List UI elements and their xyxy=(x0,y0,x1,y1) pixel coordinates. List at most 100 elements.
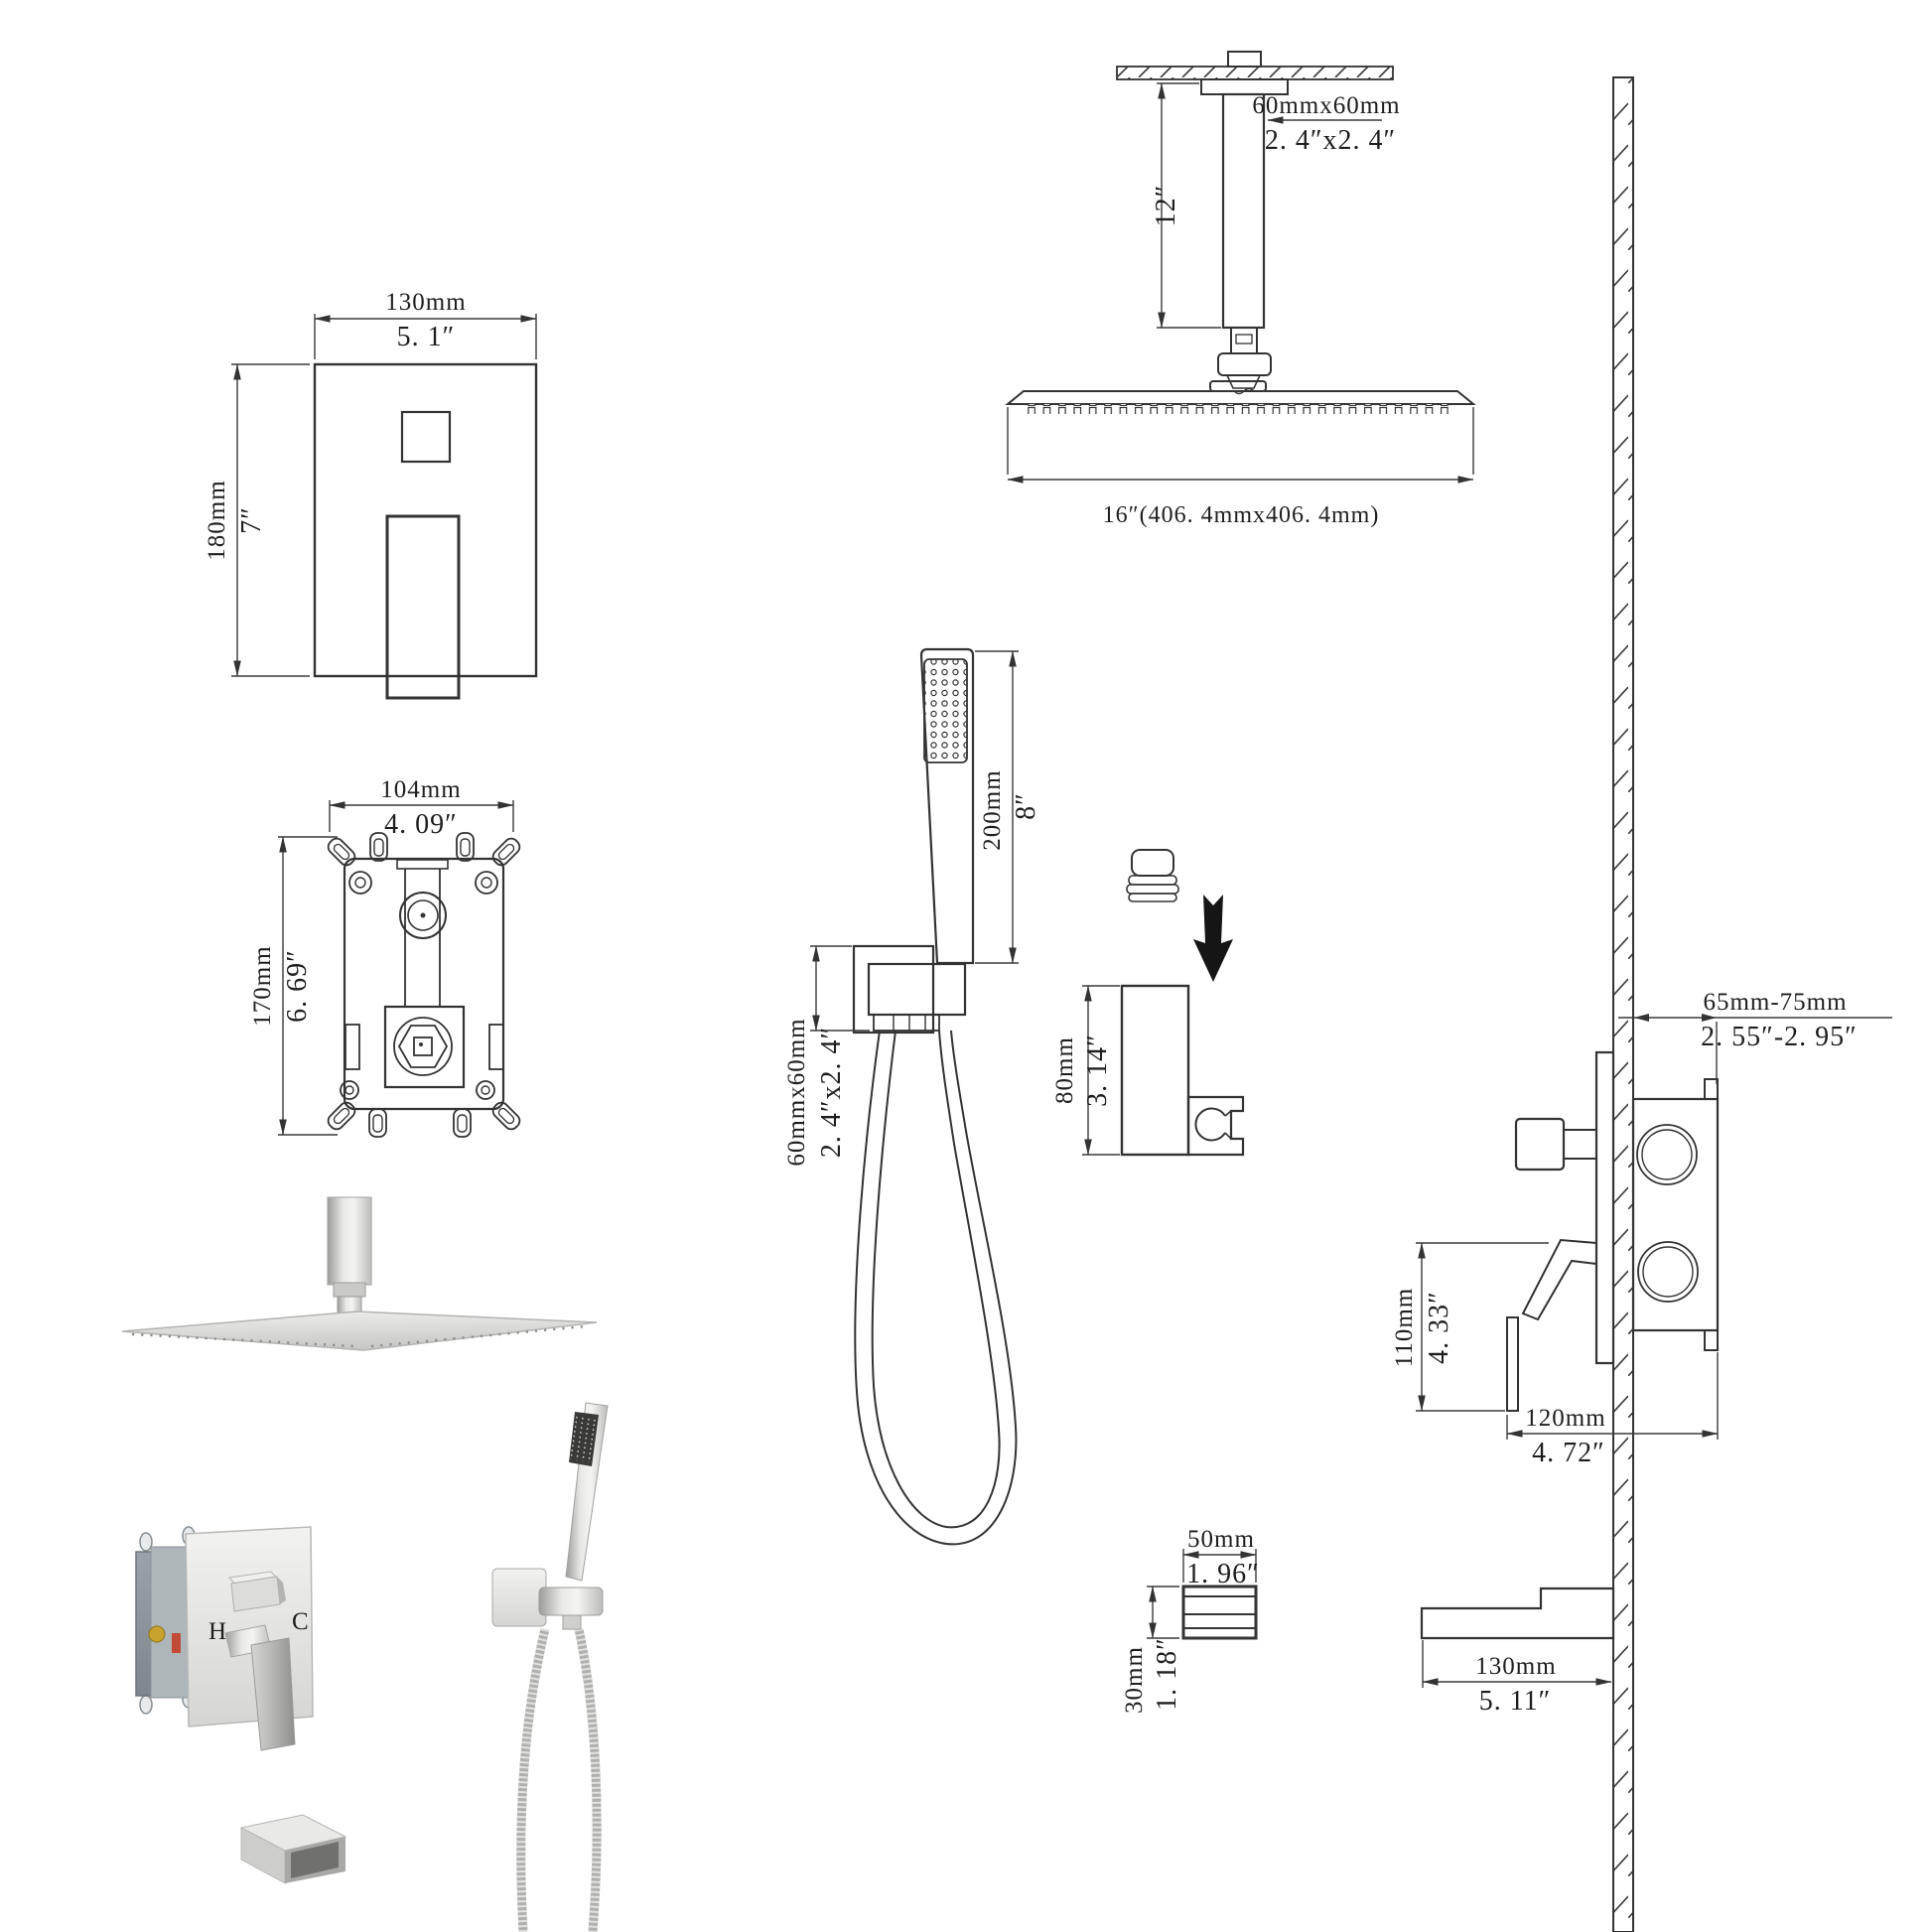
hand-shower-diagram: 200mm 8″ 60mmx60mm 2. 4″x2. 4″ xyxy=(783,647,1041,1546)
width-in-label: 1. 96″ xyxy=(1186,1559,1260,1589)
side-port xyxy=(345,1024,360,1070)
handle-arm-side xyxy=(1521,1238,1597,1321)
ball-joint xyxy=(1217,352,1272,376)
clip-cradle xyxy=(1194,1107,1226,1142)
slide-connector-diagram: 50mm 1. 96″ 30mm 1. 18″ xyxy=(1121,1526,1260,1714)
adapter-insert-diagram xyxy=(1126,849,1233,982)
screw-hole xyxy=(340,871,498,1100)
arm-connector xyxy=(1230,327,1258,354)
hose-ribbing xyxy=(516,1627,550,1932)
depth-in-label: 2. 55″-2. 95″ xyxy=(1701,1022,1858,1052)
mounting-tab xyxy=(368,832,475,1138)
arm-size-mm-label: 60mmx60mm xyxy=(1252,92,1400,119)
height-in-label: 7″ xyxy=(236,506,267,534)
tub-spout-photo xyxy=(239,1814,347,1884)
plate-outline xyxy=(313,362,538,678)
spout-trough-inner xyxy=(291,1842,339,1878)
ceiling-section xyxy=(1116,66,1394,80)
drop-label: 12″ xyxy=(1151,185,1181,227)
side-port xyxy=(488,1024,504,1070)
wand-photo xyxy=(565,1402,609,1582)
hot-label: H xyxy=(208,1618,226,1645)
adapter-thread xyxy=(1126,884,1179,895)
bracket-flange-photo xyxy=(491,1568,547,1627)
dim-arrow xyxy=(1634,1014,1649,1022)
holder-in-label: 3. 14″ xyxy=(1082,1034,1113,1107)
holder-bracket-diagram: 80mm 3. 14″ xyxy=(1051,984,1245,1157)
hose-inner-line xyxy=(871,1030,1001,1529)
width-in-label: 5. 1″ xyxy=(397,322,456,352)
upper-port-inner xyxy=(407,899,439,931)
height-mm-label: 170mm xyxy=(249,945,276,1026)
nozzle-row xyxy=(1026,404,1455,414)
brass-port xyxy=(148,1625,166,1643)
rough-in-valve-front-diagram: 104mm 4. 09″ 170mm 6. 69″ xyxy=(249,776,521,1138)
inlet-port xyxy=(1636,1124,1698,1185)
upper-port-circle xyxy=(399,892,447,939)
clip-lip xyxy=(1224,1110,1232,1117)
valve-trim-photo: H C xyxy=(135,1526,314,1751)
body-in-label: 4. 72″ xyxy=(1532,1438,1605,1468)
depth-mm-label: 65mm-75mm xyxy=(1703,989,1847,1016)
adapter-thread xyxy=(1128,875,1177,886)
valve-tab xyxy=(1704,1329,1719,1351)
shower-arm xyxy=(1221,92,1266,330)
head-size-label: 16″(406. 4mmx406. 4mm) xyxy=(1103,502,1380,528)
cartridge-circle xyxy=(393,1017,453,1076)
cartridge-box xyxy=(383,1005,466,1089)
handle-in-label: 4. 33″ xyxy=(1424,1291,1454,1364)
corner-tab xyxy=(327,837,521,1131)
wand-face-photo xyxy=(569,1412,599,1466)
dim-arrow xyxy=(1702,1014,1717,1022)
diverter-knob-side xyxy=(1514,1117,1566,1172)
inlet-port-inner xyxy=(1641,1129,1693,1180)
body-mm-label: 120mm xyxy=(1525,1405,1605,1432)
width-mm-label: 130mm xyxy=(385,289,466,316)
joint-nut xyxy=(1225,374,1262,389)
inlet-port xyxy=(1637,1241,1699,1303)
mounting-ear xyxy=(139,1695,153,1715)
arm-size-in-label: 2. 4″x2. 4″ xyxy=(1265,125,1396,156)
wall-section-side-view: 65mm-75mm 2. 55″-2. 95″ 110mm 4. 33″ 120… xyxy=(1391,76,1892,1932)
cartridge-dot xyxy=(419,1042,423,1046)
trim-plate-side xyxy=(1594,1050,1615,1365)
length-in-label: 8″ xyxy=(1011,792,1041,820)
spout-mm-label: 130mm xyxy=(1475,1653,1556,1680)
height-mm-label: 30mm xyxy=(1121,1646,1148,1714)
ceiling-shower-photo xyxy=(121,1196,598,1351)
mounting-ear xyxy=(139,1532,153,1552)
knob-stem xyxy=(1563,1129,1597,1160)
cold-label: C xyxy=(292,1608,309,1635)
adapter-cap xyxy=(1131,849,1174,877)
handle-mm-label: 110mm xyxy=(1391,1288,1418,1367)
valve-body-outline xyxy=(343,857,505,1111)
hose-outer-line xyxy=(854,1030,1018,1546)
diverter-knob-side-face xyxy=(277,1577,286,1604)
handle-lever-photo xyxy=(250,1637,296,1751)
arm-collar xyxy=(333,1282,366,1298)
tub-spout-side xyxy=(1420,1587,1615,1640)
nozzle-dots xyxy=(131,1332,356,1348)
bracket-nut-photo xyxy=(562,1614,582,1630)
inlet-port-inner xyxy=(1642,1246,1694,1298)
warning-tag xyxy=(172,1633,181,1653)
width-mm-label: 50mm xyxy=(1187,1526,1255,1553)
handle-outline xyxy=(385,514,461,700)
upper-port-dot xyxy=(420,912,426,918)
holder-mm-label: 80mm xyxy=(1051,1036,1078,1104)
diverter-opening xyxy=(400,410,452,464)
head-inlet xyxy=(1209,380,1267,392)
cartridge-stem xyxy=(413,1036,433,1056)
wand-outline xyxy=(919,647,975,965)
holder-body xyxy=(1120,984,1190,1157)
bracket-in-label: 2. 4″x2. 4″ xyxy=(816,1027,847,1158)
width-in-label: 4. 09″ xyxy=(384,809,458,840)
adapter-thread xyxy=(1128,893,1177,902)
width-mm-label: 104mm xyxy=(380,776,461,803)
trim-plate-front-diagram: 130mm 5. 1″ 180mm 7″ xyxy=(204,289,538,700)
valve-body-side xyxy=(1631,1097,1720,1332)
rain-head-photo xyxy=(121,1311,598,1351)
hand-shower-photo xyxy=(491,1402,609,1932)
pipe-top xyxy=(396,859,449,870)
